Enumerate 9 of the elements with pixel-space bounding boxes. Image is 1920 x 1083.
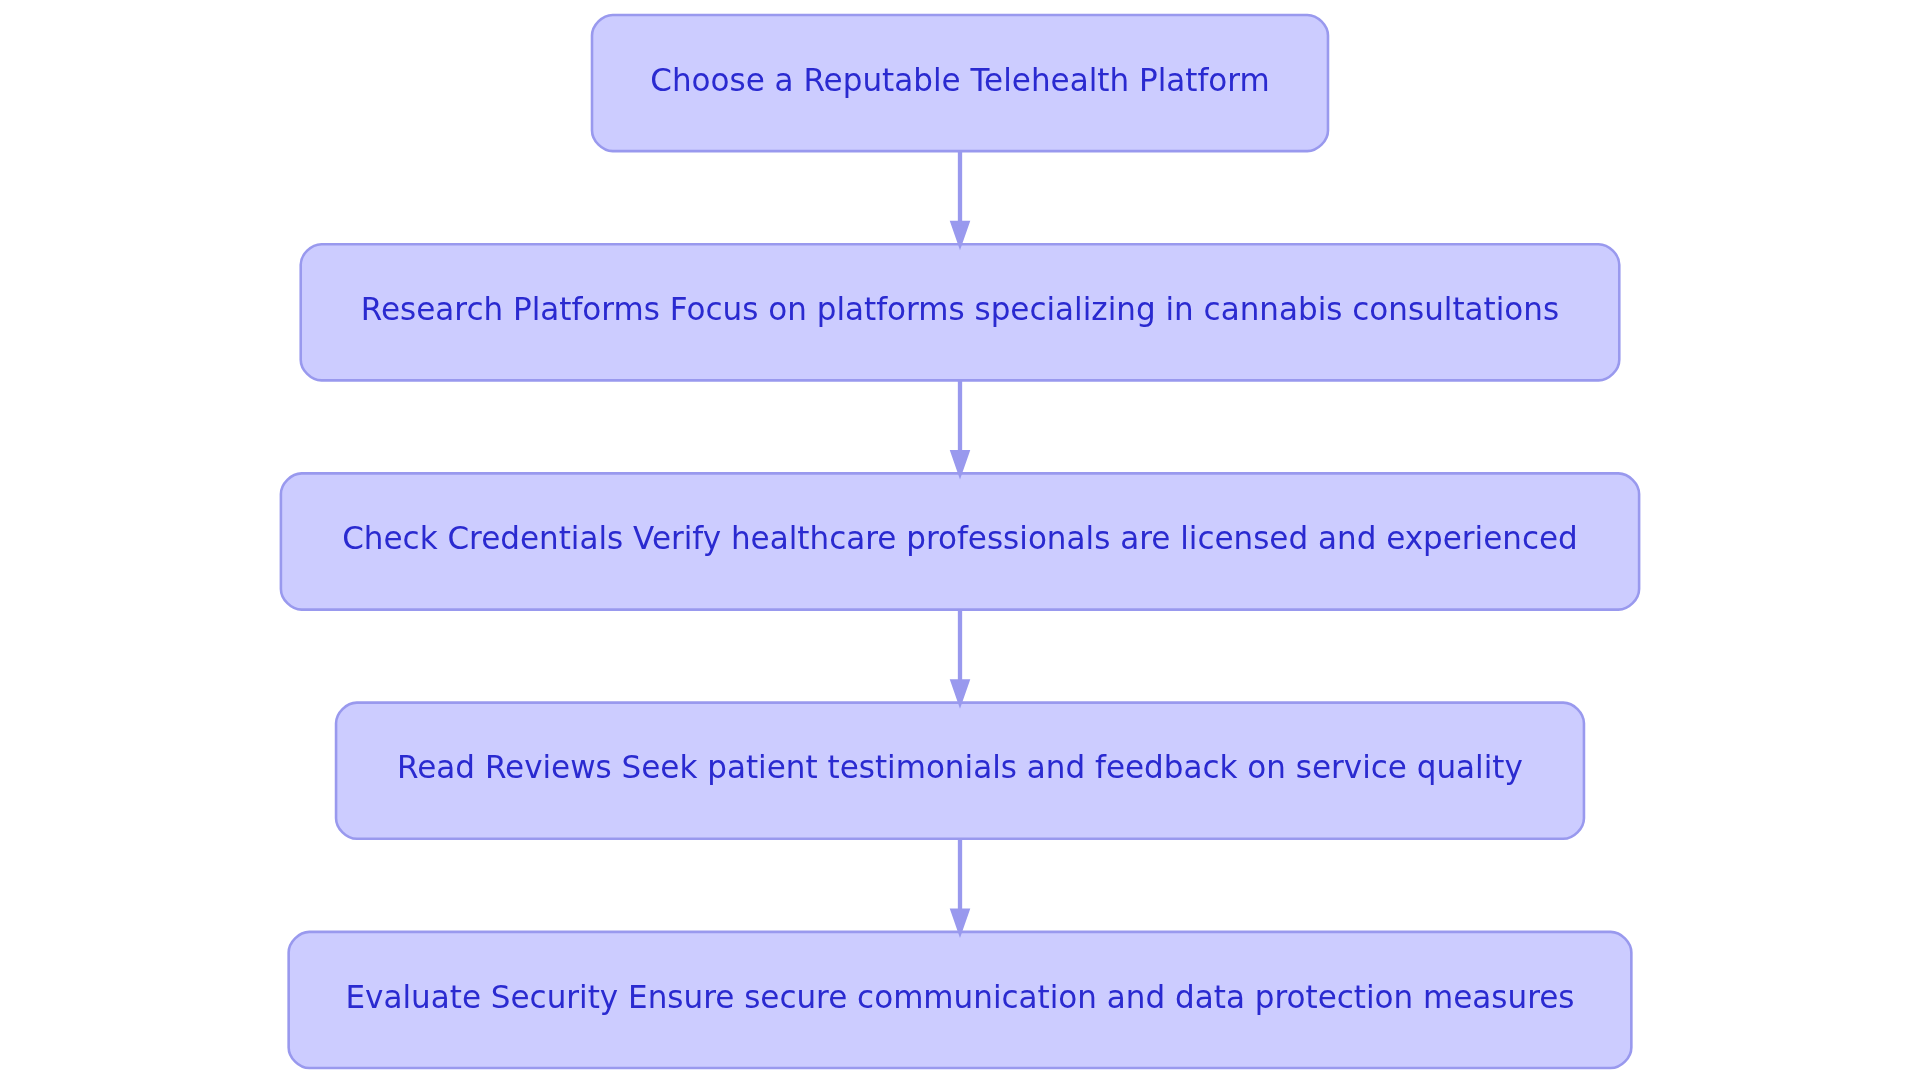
node-box: Choose a Reputable Telehealth Platform [590, 13, 1330, 153]
node-box: Evaluate Security Ensure secure communication and data protection measures [287, 930, 1633, 1070]
arrow [949, 380, 971, 480]
arrow [949, 839, 971, 938]
node-box: Research Platforms Focus on platforms specializing in cannabis consultations [299, 242, 1621, 382]
node-box: Read Reviews Seek patient testimonials and feedback on service quality [334, 701, 1586, 841]
node-box: Check Credentials Verify healthcare professionals are licensed and experienced [279, 472, 1641, 611]
arrow [949, 151, 971, 251]
arrow [949, 609, 971, 709]
